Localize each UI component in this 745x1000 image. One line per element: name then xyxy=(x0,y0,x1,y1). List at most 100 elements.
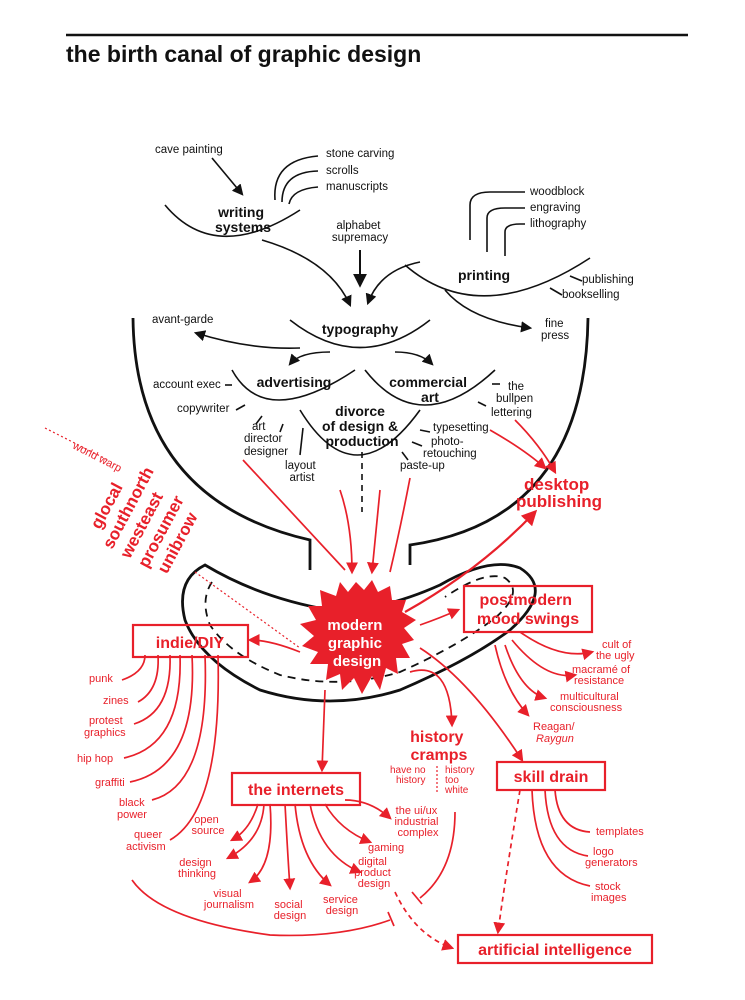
skill-drain-label: skill drain xyxy=(514,769,589,786)
paste-up-label: paste-up xyxy=(400,460,445,472)
commercial-art-label: commercial art xyxy=(389,374,471,405)
queer-activism-label: queer activism xyxy=(126,829,166,853)
world-warp-line-2 xyxy=(194,571,301,649)
typesetting-label: typesetting xyxy=(433,422,489,434)
graffiti-label: graffiti xyxy=(95,777,125,789)
writing-bowl xyxy=(164,204,301,238)
printing-label: printing xyxy=(458,267,510,283)
scrolls-line xyxy=(281,170,319,203)
bookselling-label: bookselling xyxy=(562,289,620,301)
woodblock-label: woodblock xyxy=(529,186,585,198)
indie-diy-box xyxy=(131,623,250,659)
punk-label: punk xyxy=(89,673,113,685)
internets-to-ai-dashed xyxy=(394,891,455,951)
designer-label: designer xyxy=(244,446,288,458)
woodblock-line xyxy=(469,191,525,240)
skill-to-ai-dashed xyxy=(493,789,521,935)
origins-labels: cave painting stone carving scrolls manu… xyxy=(152,144,634,484)
writing-to-typography xyxy=(261,239,352,308)
history-to-ai xyxy=(419,811,456,899)
digital-product-label: digital product design xyxy=(354,856,394,890)
typography-bowl xyxy=(289,319,431,349)
photo-retouching-label: photo- retouching xyxy=(423,436,477,460)
modern-to-postmodern xyxy=(419,608,461,626)
publishing-label: publishing xyxy=(582,274,634,286)
postmodern-label: postmodern mood swings xyxy=(477,592,579,628)
modern-to-history xyxy=(409,669,458,728)
multicultural-label: multicultural consciousness xyxy=(550,691,623,714)
lettering-label: lettering xyxy=(491,407,532,419)
stone-carving-line xyxy=(274,155,319,201)
divorce-label: divorce of design & production xyxy=(322,403,402,449)
skill-drain-box xyxy=(495,760,607,792)
bullpen-label: the bullpen xyxy=(496,381,533,405)
engraving-line xyxy=(486,207,525,252)
history-too-white-label: history too white xyxy=(444,765,477,796)
modern-to-dtp xyxy=(404,509,538,613)
copywriter-label: copywriter xyxy=(177,403,230,415)
divorce-bowl xyxy=(299,409,421,456)
cult-of-ugly-label: cult of the ugly xyxy=(596,639,635,662)
alphabet-supremacy-label: alphabet supremacy xyxy=(332,220,388,244)
origins-section xyxy=(131,155,591,703)
internets-box xyxy=(230,771,362,807)
scrolls-label: scrolls xyxy=(326,165,359,177)
printing-to-typography xyxy=(365,261,421,306)
world-warp-line xyxy=(44,427,109,461)
typo-to-advertising xyxy=(288,351,331,366)
canal-blob-dashed xyxy=(204,575,514,683)
raygun-label: Raygun xyxy=(536,733,574,745)
modern-to-skill xyxy=(419,647,524,762)
avant-garde-label: avant-garde xyxy=(152,314,213,326)
writing-systems-label: writing systems xyxy=(215,204,271,235)
typo-to-commercial xyxy=(394,351,434,366)
art-director-label: art director xyxy=(244,421,283,445)
visual-journalism-label: visual journalism xyxy=(203,888,254,911)
commercial-bowl xyxy=(364,369,496,406)
open-source-label: open source xyxy=(191,814,224,837)
cave-painting-label: cave painting xyxy=(155,144,223,156)
glocal-stack: glocal southnorth westeast prosumer unib… xyxy=(87,464,202,577)
pasteup-to-modern xyxy=(389,477,411,573)
stone-carving-label: stone carving xyxy=(326,148,394,160)
design-thinking-label: design thinking xyxy=(178,857,216,880)
advertising-label: advertising xyxy=(257,374,332,390)
protest-graphics-label: protest graphics xyxy=(84,715,126,739)
manuscripts-label: manuscripts xyxy=(326,181,388,193)
logo-generators-label: logo generators xyxy=(585,846,638,869)
stock-images-label: stock images xyxy=(591,881,627,904)
postmodern-box xyxy=(462,584,594,634)
internets-label: the internets xyxy=(248,782,344,799)
ai-label: artificial intelligence xyxy=(478,942,632,959)
history-cramps-label: history cramps xyxy=(410,729,468,764)
bookselling-tick xyxy=(549,287,563,296)
ai-box xyxy=(456,933,654,965)
fine-press-label: fine press xyxy=(541,318,569,342)
macrame-label: macramé of resistance xyxy=(572,664,633,687)
account-exec-label: account exec xyxy=(153,379,221,391)
canal-left-wall xyxy=(131,317,312,570)
divorce-to-modern-b xyxy=(366,489,381,575)
lithography-line xyxy=(504,223,525,256)
modern-graphic-design-splat xyxy=(300,580,416,694)
indie-diy-label: indie/DIY xyxy=(156,635,225,652)
world-warp-label: world warp xyxy=(70,440,124,475)
red-connectors xyxy=(44,419,595,951)
layout-artist-label: layout artist xyxy=(285,460,319,484)
gaming-label: gaming xyxy=(368,842,404,854)
hip-hop-label: hip hop xyxy=(77,753,113,765)
printing-to-fine-press xyxy=(444,289,533,333)
modern-to-indie xyxy=(247,634,301,653)
publishing-tick xyxy=(569,275,583,282)
page-title: the birth canal of graphic design xyxy=(66,41,421,67)
advertising-bowl xyxy=(231,369,356,401)
canal-right-wall xyxy=(408,317,590,565)
modern-to-internets xyxy=(316,689,329,773)
manuscripts-line xyxy=(288,186,319,205)
social-design-label: social design xyxy=(274,899,306,922)
have-no-history-label: have no history xyxy=(390,765,428,786)
typography-label: typography xyxy=(322,321,398,337)
service-design-label: service design xyxy=(323,894,361,917)
modern-graphic-design-label: modern graphic design xyxy=(327,617,386,670)
